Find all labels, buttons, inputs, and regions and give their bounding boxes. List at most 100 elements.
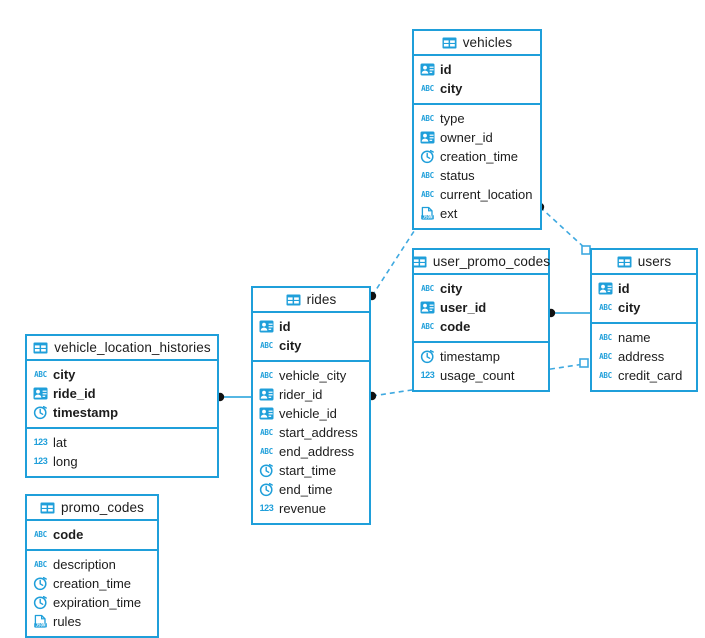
table-column[interactable]: timestamp [414,347,548,366]
relationship-user_promo_codes-users[interactable] [546,308,590,318]
table-column[interactable]: end_time [253,480,369,499]
abc-text-icon: ABC [421,83,434,93]
table-title: rides [306,292,337,307]
primary-key-field[interactable]: timestamp [27,403,217,422]
id-card-icon [420,300,435,315]
abc-text-icon: ABC [421,113,434,123]
clock-icon [420,149,435,164]
table-header-promo_codes[interactable]: promo_codes [27,496,157,521]
table-icon [33,340,48,355]
id-card-icon [420,62,435,77]
abc-text-icon: ABC [421,170,434,180]
table-column[interactable]: creation_time [27,574,157,593]
field-label: vehicle_id [279,406,337,421]
field-label: current_location [440,187,533,202]
field-label: status [440,168,475,183]
field-label: city [440,81,463,96]
relationship-vehicle_location_histories-rides[interactable] [215,392,251,402]
abc-text-icon: ABC [34,559,47,569]
abc-text-icon: ABC [599,351,612,361]
table-header-rides[interactable]: rides [253,288,369,313]
field-label: long [53,454,78,469]
table-column[interactable]: ABC current_location [414,185,540,204]
primary-key-field[interactable]: user_id [414,298,548,317]
relationship-vehicles-users[interactable] [535,202,591,255]
primary-key-field[interactable]: id [414,60,540,79]
abc-text-icon: ABC [260,427,273,437]
primary-key-field[interactable]: ride_id [27,384,217,403]
primary-key-field[interactable]: ABC city [414,79,540,98]
table-column[interactable]: owner_id [414,128,540,147]
table-column[interactable]: rider_id [253,385,369,404]
table-title: vehicles [462,35,513,50]
table-title: vehicle_location_histories [54,340,211,355]
clock-icon [259,482,274,497]
primary-key-field[interactable]: id [592,279,696,298]
table-header-vehicle_location_histories[interactable]: vehicle_location_histories [27,336,217,361]
123-number-icon: 123 [33,456,48,466]
123-number-icon: 123 [259,503,274,513]
abc-text-icon: ABC [260,446,273,456]
field-label: credit_card [618,368,683,383]
id-card-icon [598,281,613,296]
table-column[interactable]: creation_time [414,147,540,166]
abc-text-icon: ABC [421,189,434,199]
table-column[interactable]: expiration_time [27,593,157,612]
field-label: id [279,319,291,334]
abc-text-icon: ABC [34,369,47,379]
table-column[interactable]: ABC status [414,166,540,185]
abc-text-icon: ABC [34,529,47,539]
relationship-line [539,206,588,251]
field-label: creation_time [440,149,519,164]
field-label: code [440,319,471,334]
field-label: owner_id [440,130,493,145]
json-document-icon: JSON [33,614,48,629]
field-label: id [440,62,452,77]
abc-text-icon: ABC [421,283,434,293]
table-header-users[interactable]: users [592,250,696,275]
table-icon [40,500,55,515]
table-column[interactable]: ABC address [592,347,696,366]
table-column[interactable]: vehicle_id [253,404,369,423]
table-header-vehicles[interactable]: vehicles [414,31,540,56]
table-title: promo_codes [61,500,144,515]
field-label: address [618,349,665,364]
table-column[interactable]: start_time [253,461,369,480]
table-column[interactable]: 123 long [27,452,217,471]
primary-key-field[interactable]: id [253,317,369,336]
table-header-user_promo_codes[interactable]: user_promo_codes [412,250,550,275]
clock-icon [33,576,48,591]
